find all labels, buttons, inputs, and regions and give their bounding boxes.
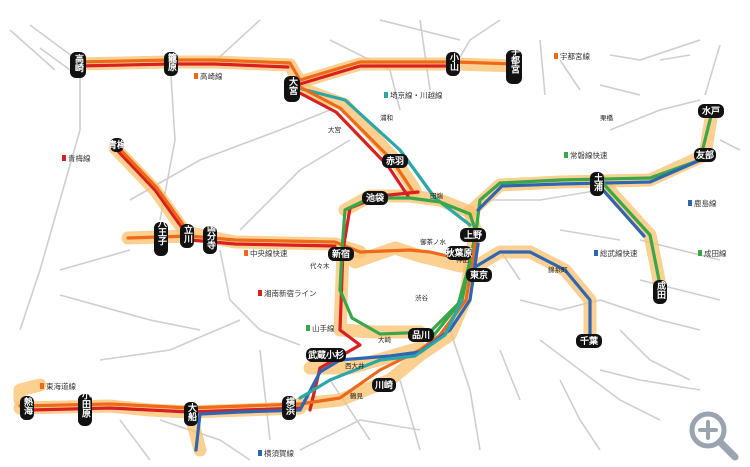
station-tachikawa: 立川	[180, 224, 194, 248]
svg-text:横浜: 横浜	[284, 396, 295, 416]
station-hachioji: 八王子	[154, 218, 168, 256]
svg-text:小山: 小山	[448, 52, 460, 72]
ome-line	[113, 146, 187, 234]
station-ueno: 上野	[460, 228, 486, 242]
label-osaki: 大崎	[378, 335, 392, 344]
station-tomobe: 友部	[694, 148, 716, 162]
label-kurihashi: 栗橋	[600, 113, 614, 122]
station-kokubunji: 国分寺	[203, 222, 217, 254]
zoom-in-button[interactable]: 拡大	[686, 408, 740, 462]
label-urawa: 浦和	[380, 113, 393, 122]
station-narita: 成田	[653, 280, 667, 304]
station-chiba: 千葉	[576, 334, 602, 348]
svg-text:赤羽: 赤羽	[386, 155, 404, 167]
station-ome: 青梅	[108, 138, 126, 152]
station-oyama: 小山	[446, 52, 460, 76]
svg-text:青梅: 青梅	[108, 139, 126, 151]
station-takasaki: 高崎	[70, 52, 86, 78]
station-ikebukuro: 池袋	[362, 191, 388, 205]
narita-line	[598, 178, 662, 287]
svg-text:大宮: 大宮	[287, 76, 298, 96]
legend-joban: 常磐線快速	[570, 150, 608, 160]
legend-sobu: 総武線快速	[600, 248, 638, 258]
legend-tokaido: 東海道線	[46, 381, 76, 391]
label-kinshicho: 錦糸町	[548, 265, 568, 274]
svg-text:武蔵小杉: 武蔵小杉	[308, 349, 344, 361]
legend-yokosuka: 横須賀線	[264, 448, 294, 458]
legend-takasaki: 高崎線	[200, 71, 223, 81]
magnifier-plus-icon	[689, 411, 739, 461]
label-shibuya: 渋谷	[415, 293, 429, 302]
svg-text:立川: 立川	[182, 224, 194, 244]
sobu-line	[468, 250, 592, 342]
label-tsurumi: 鶴見	[350, 391, 364, 400]
label-tabata: 田端	[430, 191, 444, 200]
svg-text:宇都宮: 宇都宮	[509, 45, 521, 74]
svg-text:水戸: 水戸	[702, 105, 720, 117]
station-tsuchiura: 土浦	[590, 172, 604, 196]
utsunomiya-line	[298, 60, 517, 82]
station-kawasaki: 川崎	[372, 378, 396, 392]
svg-text:秋葉原: 秋葉原	[444, 247, 472, 259]
svg-text:千葉: 千葉	[580, 335, 599, 347]
stations: 高崎 籠原 小山 宇都宮 大宮 赤羽 池袋 新宿	[20, 45, 724, 426]
label-nishioi: 西大井	[345, 361, 365, 370]
svg-text:新宿: 新宿	[332, 248, 350, 260]
label-ochanomizu: 御茶ノ水	[420, 237, 447, 246]
station-musashikosugi: 武蔵小杉	[306, 348, 346, 362]
legend-saikyo: 埼京線・川越線	[390, 90, 443, 100]
station-shinagawa: 品川	[408, 328, 434, 342]
station-fukaya: 籠原	[164, 52, 178, 76]
station-shinjuku: 新宿	[328, 247, 354, 261]
svg-text:東京: 東京	[470, 269, 488, 281]
tokaido-line	[18, 238, 478, 410]
label-yoyogi: 代々木	[310, 261, 330, 270]
svg-text:土浦: 土浦	[592, 172, 603, 192]
legend-shonan: 湘南新宿ライン	[264, 288, 317, 298]
legend-kashima: 鹿島線	[694, 198, 717, 208]
station-akabane: 赤羽	[382, 154, 408, 168]
svg-text:国分寺: 国分寺	[205, 222, 216, 250]
station-utsunomiya: 宇都宮	[506, 45, 522, 84]
station-odawara: 小田原	[78, 389, 92, 426]
svg-text:八王子: 八王子	[156, 218, 168, 246]
legend-chuo: 中央線快速	[250, 248, 288, 258]
label-omiya-area: 大宮	[328, 125, 341, 134]
svg-text:小田原: 小田原	[80, 389, 92, 418]
station-yokohama: 横浜	[282, 396, 296, 420]
takasaki-line	[76, 58, 302, 82]
legend-yamanote: 山手線	[312, 323, 335, 333]
svg-text:熱海: 熱海	[22, 396, 33, 416]
svg-text:上野: 上野	[464, 229, 482, 241]
legend-narita: 成田線	[704, 248, 727, 258]
svg-text:大船: 大船	[186, 402, 197, 422]
station-akihabara: 秋葉原	[444, 246, 473, 260]
station-ofuna: 大船	[184, 402, 198, 426]
svg-text:品川: 品川	[412, 330, 430, 341]
svg-text:友部: 友部	[696, 149, 714, 161]
station-tokyo: 東京	[466, 268, 492, 282]
legend-utsunomiya: 宇都宮線	[560, 51, 590, 61]
svg-text:川崎: 川崎	[374, 379, 393, 391]
legend-ome: 青梅線	[68, 153, 91, 163]
legend-labels: 宇都宮線 高崎線 埼京線・川越線 青梅線 常磐線快速 中央線快速 総武線快速 湘…	[40, 51, 727, 458]
svg-text:池袋: 池袋	[366, 192, 385, 204]
svg-text:成田: 成田	[655, 280, 666, 300]
svg-text:高崎: 高崎	[73, 53, 84, 73]
background-network	[9, 19, 741, 461]
station-mito: 水戸	[698, 104, 724, 118]
station-atami: 熱海	[20, 396, 34, 420]
saikyo-line	[296, 86, 472, 227]
svg-text:籠原: 籠原	[166, 52, 177, 72]
station-omiya: 大宮	[284, 76, 300, 102]
